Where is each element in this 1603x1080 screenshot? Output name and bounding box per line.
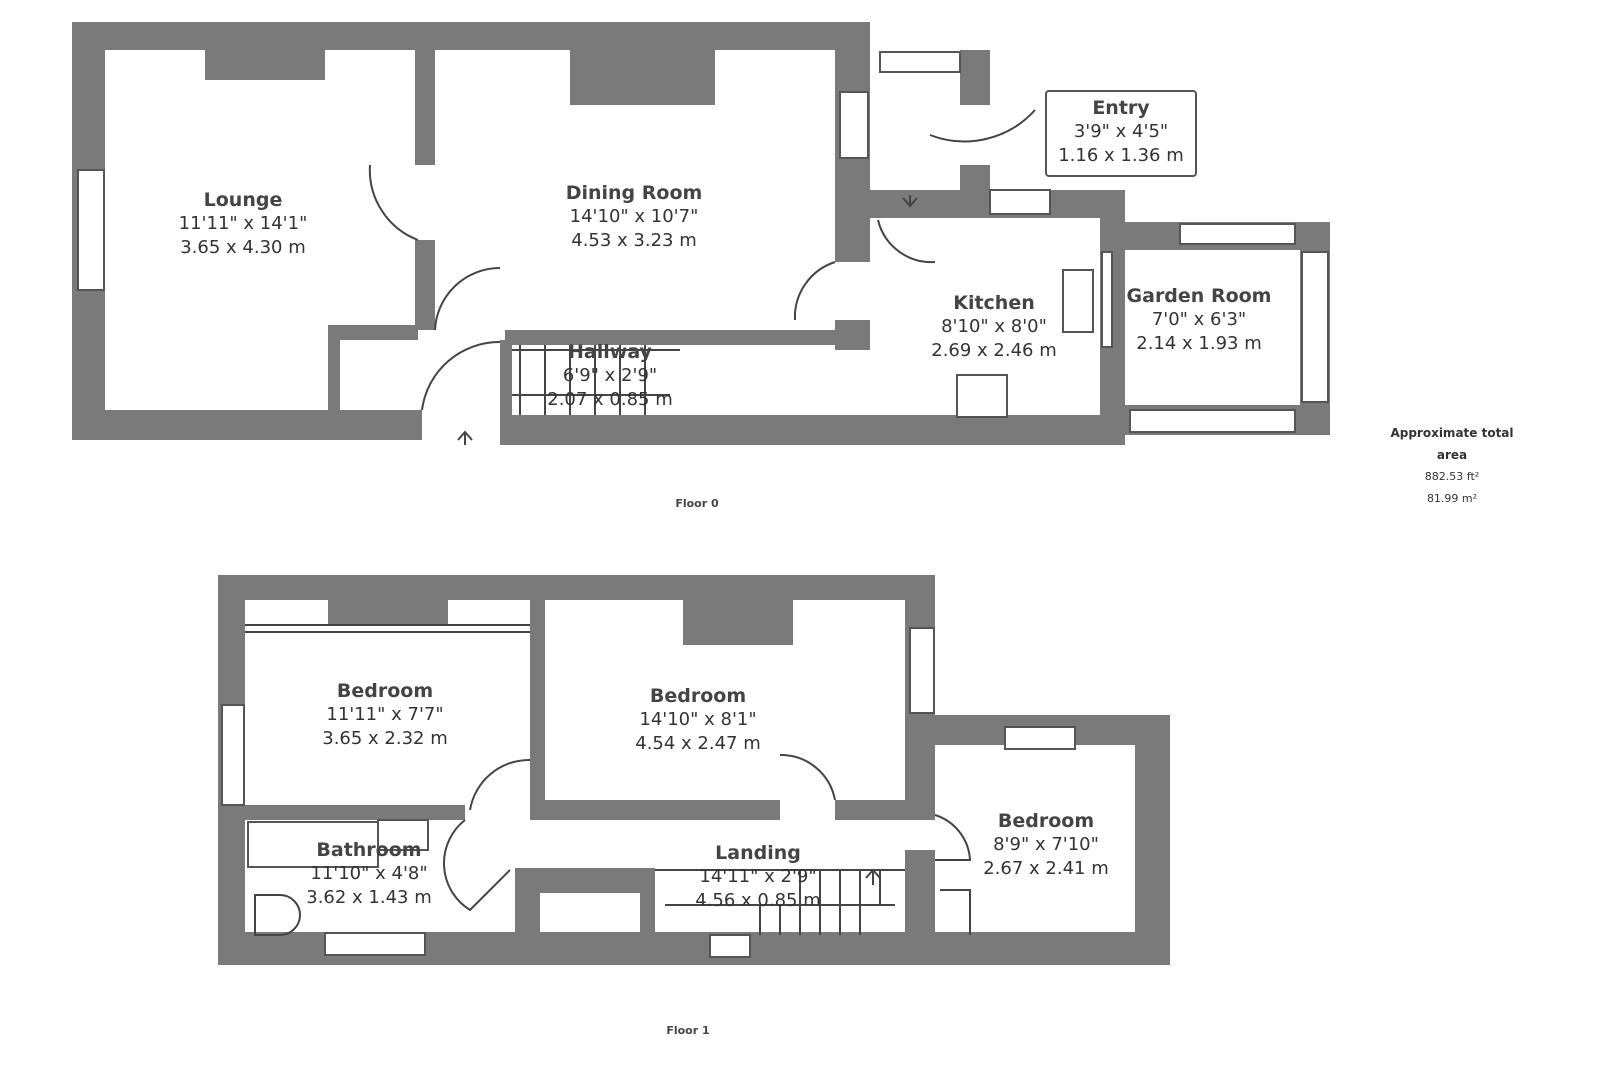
total-area-sqft: 882.53 ft² <box>1424 470 1480 483</box>
room-metric: 2.67 x 2.41 m <box>983 858 1109 879</box>
total-area-sqm: 81.99 m² <box>1426 492 1478 505</box>
room-name: Entry <box>1092 97 1150 119</box>
room-metric: 4.54 x 2.47 m <box>635 733 761 754</box>
room-name: Lounge <box>203 189 283 211</box>
room-name: Kitchen <box>953 292 1035 314</box>
room-name: Landing <box>715 842 801 864</box>
room-label-bedroom-1: Bedroom 11'11" x 7'7" 3.65 x 2.32 m <box>322 679 448 751</box>
room-metric: 2.07 x 0.85 m <box>547 389 673 410</box>
room-label-bedroom-3: Bedroom 8'9" x 7'10" 2.67 x 2.41 m <box>983 809 1109 881</box>
room-name: Bedroom <box>336 680 434 702</box>
room-label-bathroom: Bathroom 11'10" x 4'8" 3.62 x 1.43 m <box>306 838 432 910</box>
room-name: Bathroom <box>316 839 422 861</box>
room-imperial: 3'9" x 4'5" <box>1073 121 1169 142</box>
room-imperial: 8'10" x 8'0" <box>941 316 1047 337</box>
total-area: Approximate total area 882.53 ft² 81.99 … <box>1377 422 1528 510</box>
room-imperial: 14'10" x 8'1" <box>639 709 757 730</box>
room-label-dining-room: Dining Room 14'10" x 10'7" 4.53 x 3.23 m <box>566 181 703 253</box>
room-imperial: 11'11" x 7'7" <box>326 704 444 725</box>
room-imperial: 11'10" x 4'8" <box>310 863 428 884</box>
room-imperial: 8'9" x 7'10" <box>993 834 1099 855</box>
room-label-kitchen: Kitchen 8'10" x 8'0" 2.69 x 2.46 m <box>931 291 1057 363</box>
floor-1-caption: Floor 1 <box>666 1024 710 1037</box>
room-name: Dining Room <box>565 182 703 204</box>
room-name: Bedroom <box>997 810 1095 832</box>
room-label-garden-room: Garden Room 7'0" x 6'3" 2.14 x 1.93 m <box>1127 284 1272 356</box>
room-metric: 3.65 x 4.30 m <box>180 237 306 258</box>
room-metric: 4.53 x 3.23 m <box>571 230 697 251</box>
room-label-bedroom-2: Bedroom 14'10" x 8'1" 4.54 x 2.47 m <box>635 684 761 756</box>
room-imperial: 14'10" x 10'7" <box>569 206 699 227</box>
room-metric: 3.65 x 2.32 m <box>322 728 448 749</box>
room-imperial: 7'0" x 6'3" <box>1151 309 1247 330</box>
room-name: Garden Room <box>1126 285 1272 307</box>
floor-0-walls <box>72 22 1330 445</box>
floor-1-walls <box>218 575 1170 965</box>
room-metric: 3.62 x 1.43 m <box>306 887 432 908</box>
room-imperial: 11'11" x 14'1" <box>178 213 308 234</box>
room-imperial: 14'11" x 2'9" <box>699 866 817 887</box>
room-label-hallway: Hallway 6'9" x 2'9" 2.07 x 0.85 m <box>547 340 673 412</box>
room-imperial: 6'9" x 2'9" <box>562 365 658 386</box>
room-label-landing: Landing 14'11" x 2'9" 4.56 x 0.85 m <box>695 841 821 913</box>
room-metric: 4.56 x 0.85 m <box>695 890 821 911</box>
room-label-entry: Entry 3'9" x 4'5" 1.16 x 1.36 m <box>1045 90 1197 177</box>
room-name: Hallway <box>568 341 652 363</box>
room-name: Bedroom <box>649 685 747 707</box>
room-label-lounge: Lounge 11'11" x 14'1" 3.65 x 4.30 m <box>179 188 308 260</box>
room-metric: 2.69 x 2.46 m <box>931 340 1057 361</box>
floor-0-caption: Floor 0 <box>675 497 719 510</box>
room-metric: 2.14 x 1.93 m <box>1136 333 1262 354</box>
total-area-title: Approximate total area <box>1390 426 1514 462</box>
room-metric: 1.16 x 1.36 m <box>1058 145 1184 166</box>
